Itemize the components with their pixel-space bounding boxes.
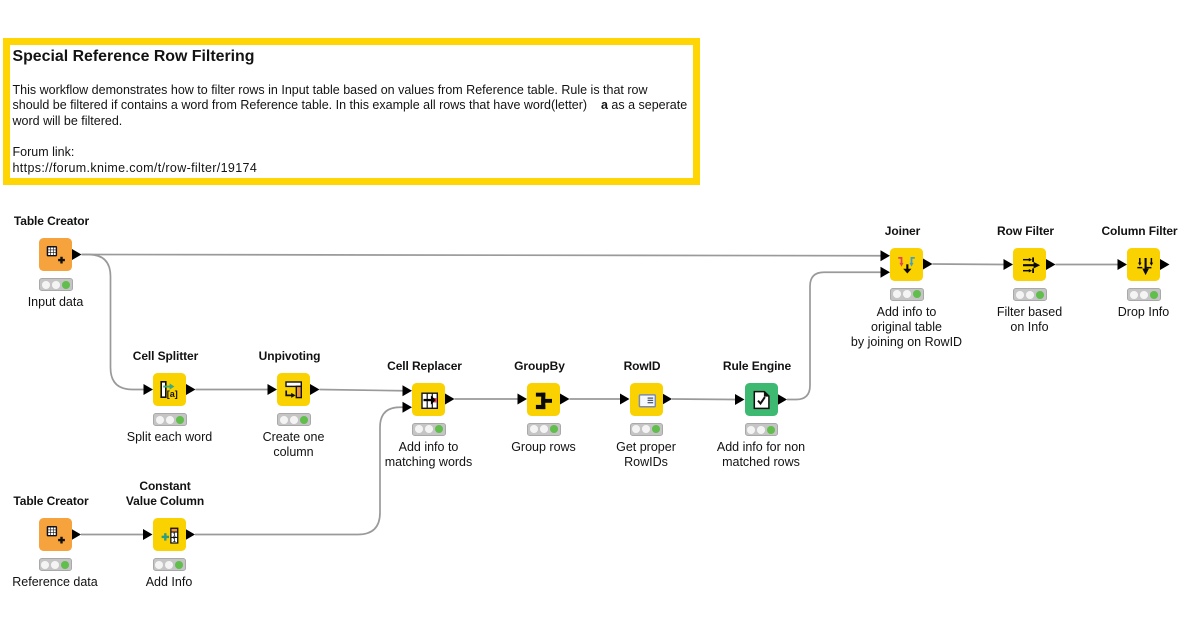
svg-text:[a]: [a] — [167, 389, 178, 399]
svg-text:1: 1 — [172, 532, 175, 538]
svg-text:1: 1 — [172, 538, 175, 544]
